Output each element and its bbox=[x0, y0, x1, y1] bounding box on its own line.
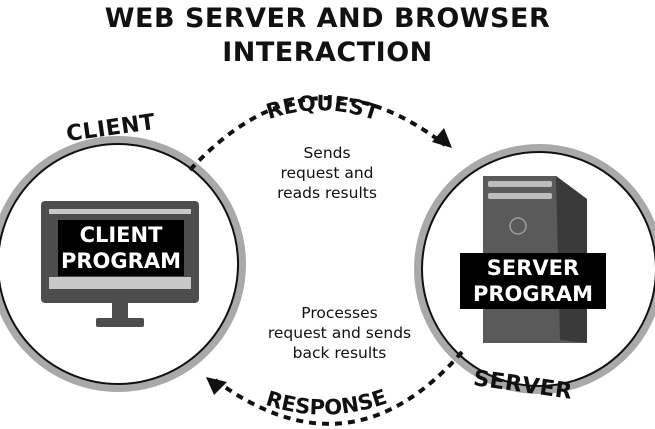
client-circle-inner bbox=[0, 143, 239, 385]
server-program-line-1: SERVER bbox=[486, 256, 580, 280]
request-arrow bbox=[188, 96, 447, 172]
diagram-title: WEB SERVER AND BROWSER INTERACTION bbox=[0, 2, 655, 70]
client-program-line-1: CLIENT bbox=[79, 223, 163, 247]
request-caption-line-2: request and bbox=[280, 164, 374, 182]
title-line-2: INTERACTION bbox=[222, 37, 433, 68]
response-arrow bbox=[213, 350, 464, 426]
server-program-label: SERVER PROGRAM bbox=[460, 253, 606, 309]
client-program-line-2: PROGRAM bbox=[61, 249, 181, 273]
title-line-1: WEB SERVER AND BROWSER bbox=[104, 3, 551, 34]
response-caption-line-3: back results bbox=[292, 344, 387, 362]
request-label: REQUEST bbox=[263, 91, 382, 125]
client-program-label: CLIENT PROGRAM bbox=[58, 220, 184, 276]
response-label: RESPONSE bbox=[263, 385, 390, 420]
response-caption-line-2: request and sends bbox=[267, 324, 412, 342]
server-circle-inner bbox=[421, 151, 655, 387]
response-caption: Processes request and sends back results bbox=[252, 303, 427, 363]
request-caption-line-3: reads results bbox=[277, 184, 377, 202]
request-arrowhead bbox=[432, 128, 452, 148]
request-caption: Sends request and reads results bbox=[262, 143, 392, 203]
request-caption-line-1: Sends bbox=[303, 144, 351, 162]
server-program-line-2: PROGRAM bbox=[473, 282, 593, 306]
response-caption-line-1: Processes bbox=[301, 304, 378, 322]
response-arrowhead bbox=[206, 377, 227, 395]
